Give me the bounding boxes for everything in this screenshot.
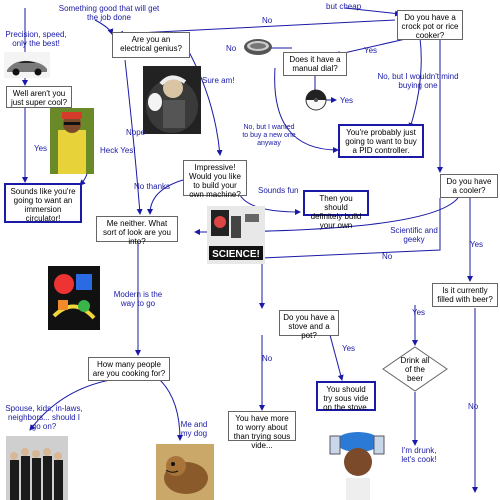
- label-yes-dial: Yes: [340, 96, 354, 105]
- box-crock-pot: Do you have a crock pot or rice cooker?: [397, 10, 463, 40]
- label-sure-am: Sure am!: [202, 76, 235, 85]
- label-nope: Nope: [126, 128, 146, 137]
- label-yes-stove: Yes: [342, 344, 356, 353]
- box-super-cool: Well aren't you just super cool?: [6, 86, 72, 108]
- box-have-cooler: Do you have a cooler?: [440, 174, 498, 198]
- family-photo-image: [6, 436, 68, 500]
- science-text: SCIENCE!: [212, 249, 260, 260]
- label-no-new-one: No, but I wanted to buy a new one anyway: [242, 124, 296, 147]
- box-build-your-own: Then you should definitely build your ow…: [303, 190, 369, 230]
- arrow-dial-no-new: [274, 67, 339, 153]
- label-no-beer: No: [468, 402, 479, 411]
- label-sounds-good: Something good that will get the job don…: [58, 4, 160, 22]
- box-pid-controller: You're probably just going to want to bu…: [338, 124, 424, 158]
- arrow-cooler-no: [259, 198, 441, 309]
- box-more-to-worry: You have more to worry about than trying…: [228, 411, 296, 450]
- label-heck-yes: Heck Yes!: [100, 146, 136, 155]
- label-yes-crock: Yes: [364, 46, 378, 55]
- label-no-dial: No: [226, 44, 237, 53]
- beer-helmet-image: [328, 422, 386, 500]
- modern-art-image: [48, 266, 100, 330]
- arrow-people-family: [29, 379, 111, 431]
- label-precision: Precision, speed, only the best!: [5, 30, 67, 48]
- box-me-neither: Me neither. What sort of look are you in…: [96, 216, 178, 246]
- label-no-cooler: No: [382, 252, 393, 261]
- cool-guy-image: [50, 108, 94, 174]
- arrow-stove-yes: [329, 334, 344, 381]
- label-family: Spouse, kids, in-laws, neighbors... shou…: [5, 404, 83, 431]
- label-no-wouldnt-mind: No, but I wouldn't mind buying one: [377, 72, 459, 90]
- science-poster-image: SCIENCE!: [207, 206, 265, 264]
- arrow-crock-no-buy: [408, 37, 422, 129]
- arrow-genius-nope: [124, 59, 143, 215]
- arrow-genius-suream: [187, 49, 223, 156]
- label-no-thanks: No thanks: [134, 182, 171, 191]
- label-drunk: I'm drunk, let's cook!: [401, 446, 437, 464]
- arrow-people-dog: [159, 379, 183, 441]
- label-yes-cool: Yes: [34, 144, 48, 153]
- arrow-impressive-nothanks: [147, 179, 184, 215]
- label-sounds-fun: Sounds fun: [258, 186, 299, 195]
- arrow-crock-yes: [334, 37, 411, 57]
- box-stove-and-pot: Do you have a stove and a pot?: [279, 310, 339, 340]
- box-how-many-people: How many people are you cooking for?: [88, 357, 170, 381]
- arrow-no-to-genius-top: [117, 19, 396, 37]
- label-yes-beer: Yes: [412, 308, 426, 317]
- arrow-good-to-genius: [94, 19, 114, 35]
- arrow-cheap-to-crockpot: [344, 7, 401, 17]
- dial-appliance-image: [242, 36, 274, 58]
- round-appliance-image: [299, 88, 333, 112]
- box-manual-dial: Does it have a manual dial?: [283, 52, 347, 76]
- drink-beer-text: Drink all of the beer: [400, 355, 430, 383]
- scientist-image: [143, 66, 201, 134]
- label-but-cheap: but cheap: [326, 2, 362, 11]
- label-modern: Modern is the way to go: [113, 290, 163, 308]
- box-electrical-genius: Are you an electrical genius?: [112, 32, 190, 58]
- label-scientific: Scientific and geeky: [390, 226, 438, 244]
- label-yes-cooler: Yes: [470, 240, 484, 249]
- dog-photo-image: [156, 444, 214, 500]
- box-sous-vide-stove: You should try sous vide on the stove.: [316, 381, 376, 412]
- sports-car-image: [4, 52, 50, 78]
- label-me-and-dog: Me and my dog: [180, 420, 208, 438]
- box-immersion-circulator: Sounds like you're going to want an imme…: [4, 183, 82, 223]
- box-impressive: Impressive! Would you like to build your…: [183, 160, 247, 199]
- box-filled-with-beer: Is it currently filled with beer?: [432, 283, 498, 307]
- label-no-top: No: [262, 16, 273, 25]
- label-no-stove: No: [262, 354, 273, 363]
- diamond-drink-beer: Drink all of the beer: [382, 346, 448, 392]
